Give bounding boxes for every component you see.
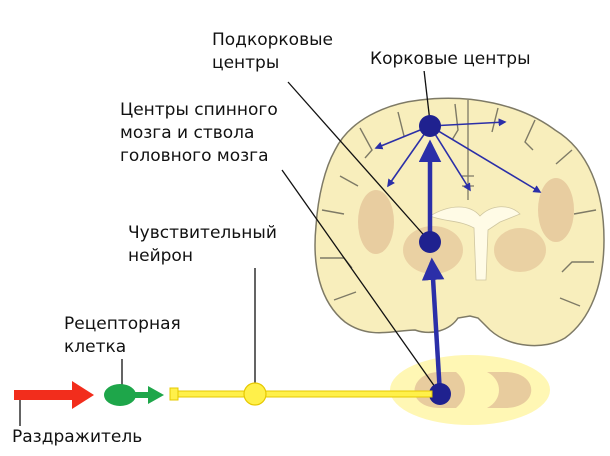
- stimulus-arrow: [14, 381, 94, 409]
- leader-subcortical: [287, 81, 431, 243]
- spinal-cord-section: [390, 355, 550, 425]
- cortical-projection-4: [387, 125, 431, 188]
- subcortical-center-dot: [419, 231, 441, 253]
- sensory-neuron-body: [243, 382, 267, 406]
- label-receptor-cell: Рецепторная клетка: [64, 313, 181, 359]
- label-sensory-neuron: Чувствительный нейрон: [128, 222, 277, 268]
- label-subcortical: Подкорковые центры: [212, 29, 333, 75]
- label-spinal-brainstem: Центры спинного мозга и ствола головного…: [120, 99, 278, 168]
- ascending-pathway: [374, 118, 542, 395]
- label-stimulus: Раздражитель: [12, 426, 143, 449]
- receptor-cell: [104, 384, 164, 406]
- cortical-projection-3: [429, 125, 471, 192]
- leader-cortical: [423, 69, 431, 123]
- spinal-center-dot: [429, 383, 451, 405]
- leader-spinal: [281, 169, 441, 395]
- cortical-projection-1: [429, 118, 507, 127]
- label-cortical: Корковые центры: [370, 48, 531, 71]
- sensory-neuron: [169, 382, 433, 406]
- brain-section: [314, 97, 605, 347]
- cortical-projection-2: [429, 125, 542, 193]
- cortical-center-dot: [419, 115, 441, 137]
- pathway-spinal-to-subcortical: [421, 257, 445, 395]
